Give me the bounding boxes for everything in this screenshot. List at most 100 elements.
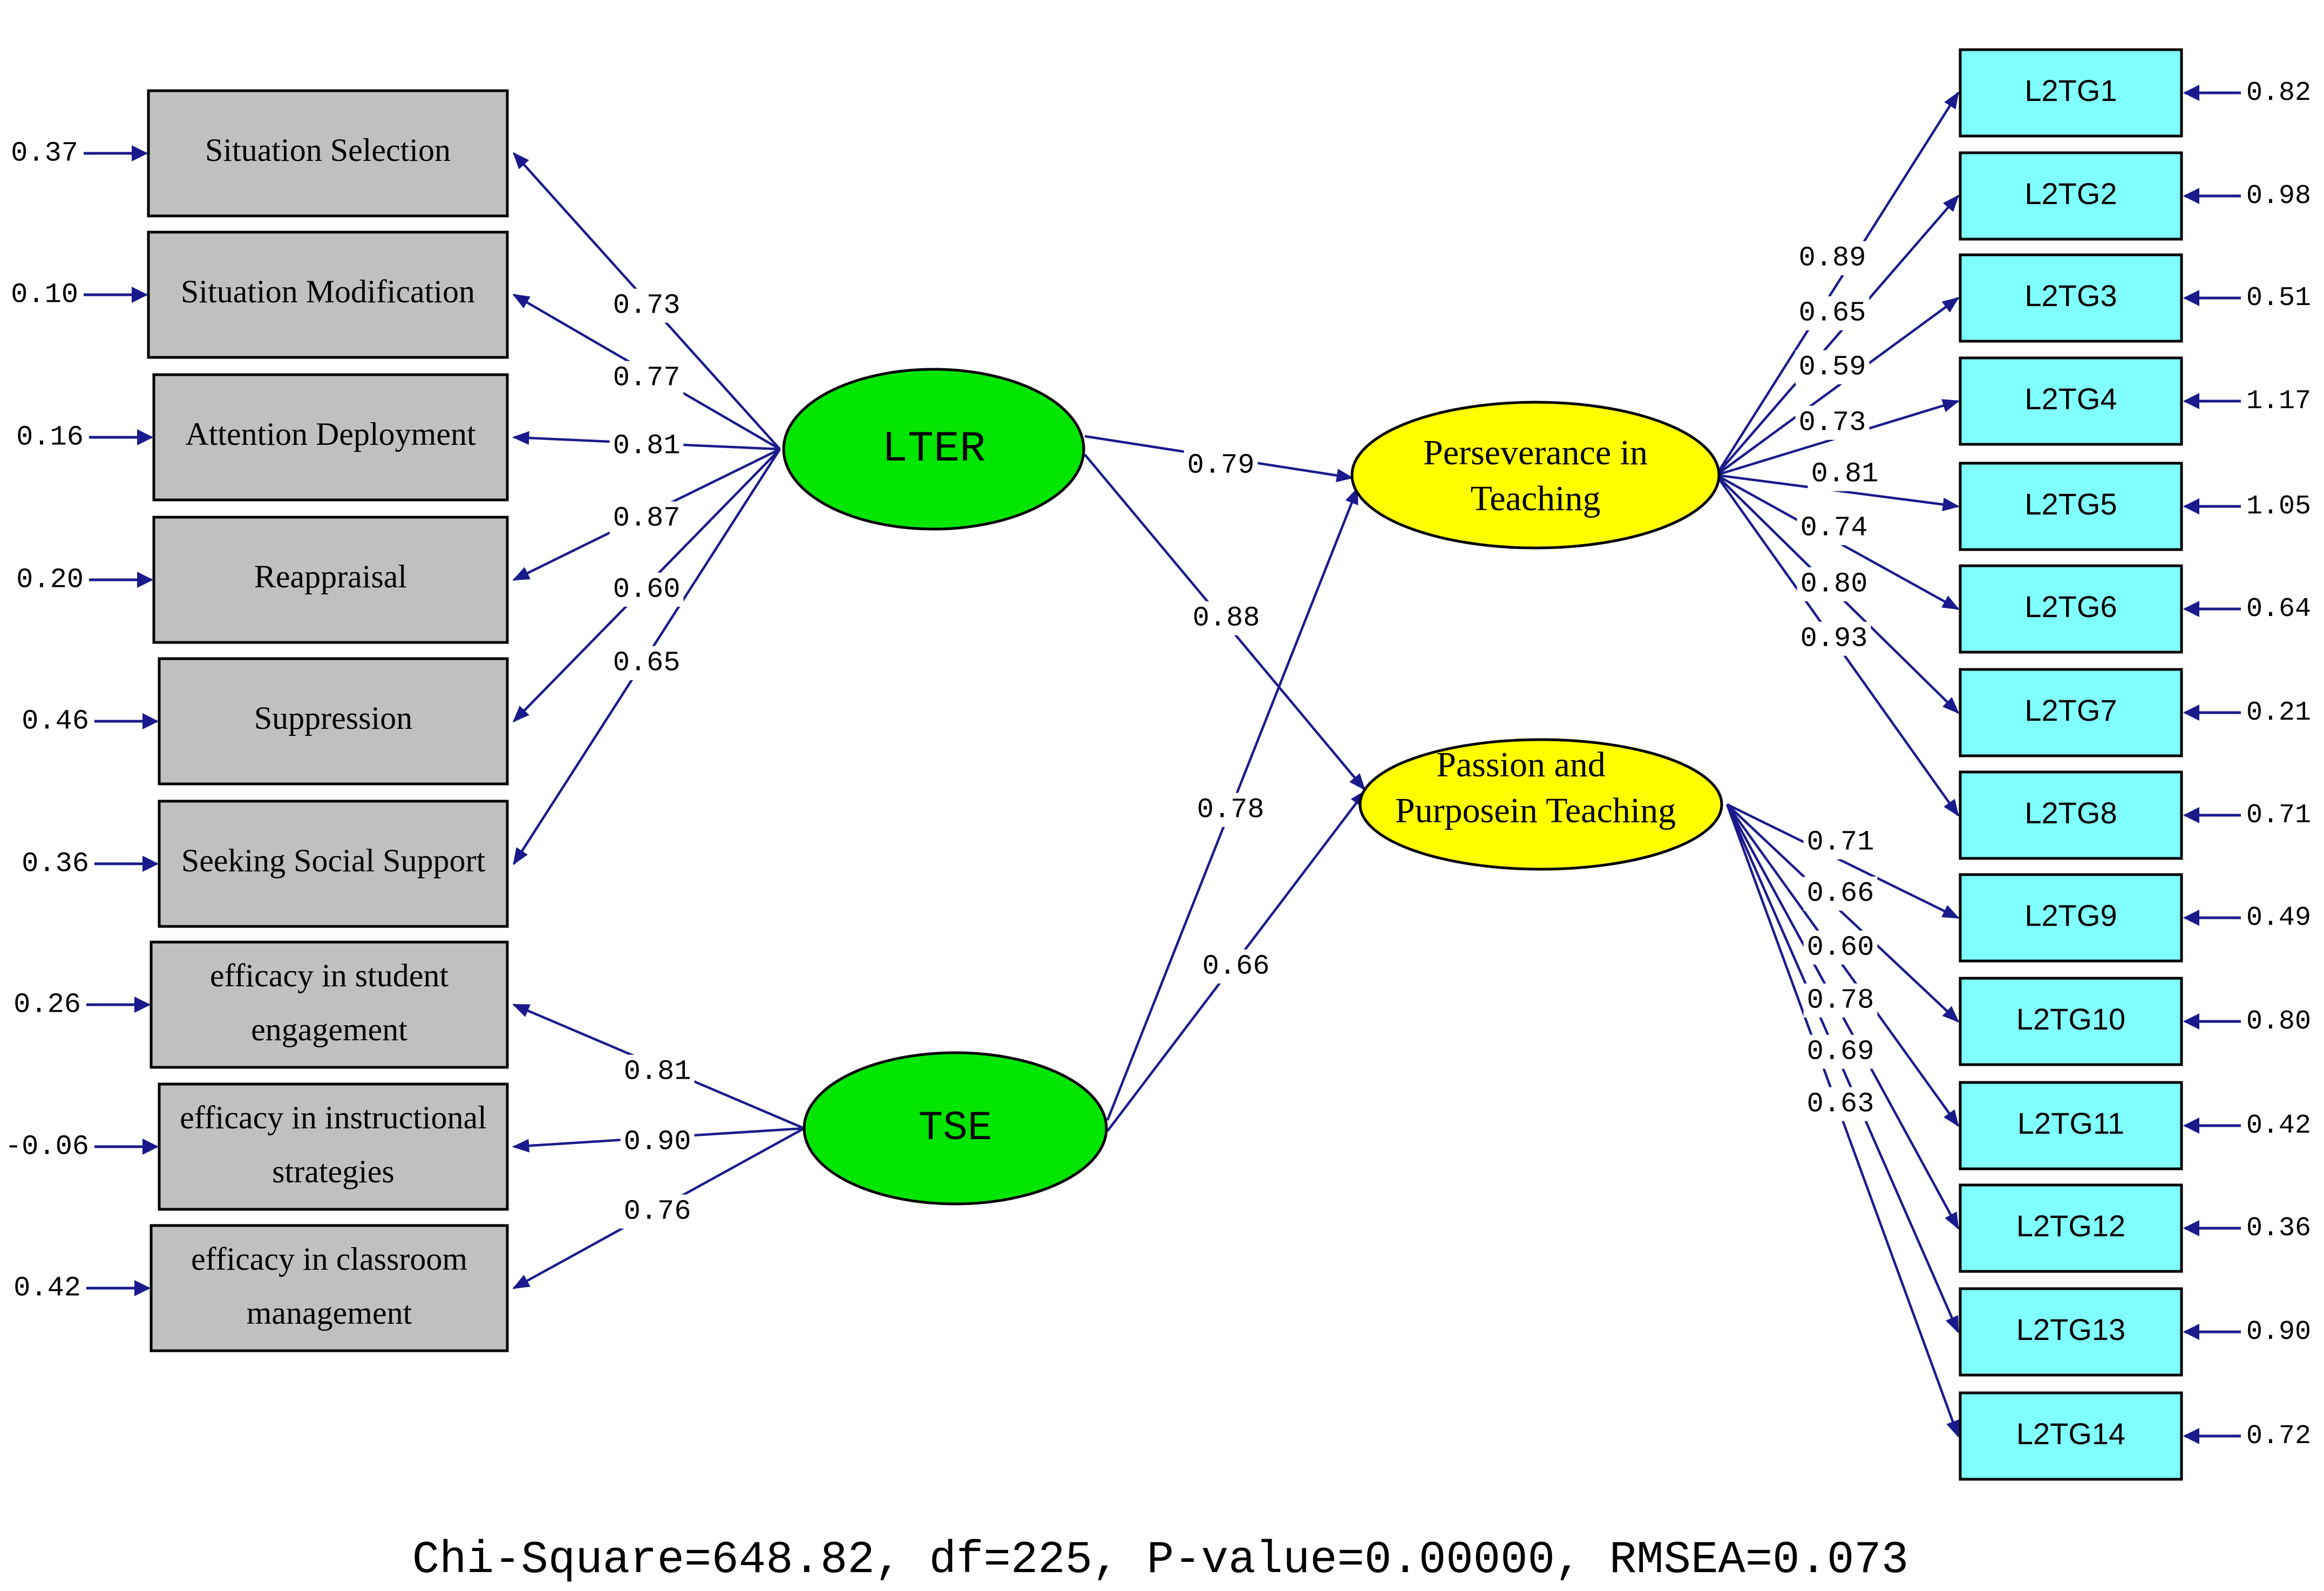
- structural-path-value: 0.79: [1187, 450, 1255, 482]
- lter-ellipse: [782, 368, 1085, 531]
- fit-statistics: Chi-Square=648.82, df=225, P-value=0.000…: [412, 1535, 1908, 1586]
- tse-label: TSE: [919, 1105, 993, 1152]
- right-loading-value: 0.65: [1799, 297, 1866, 329]
- left-indicator: Reappraisal: [152, 516, 509, 644]
- right-error-value: 0.90: [2246, 1317, 2311, 1348]
- right-loading-value: 0.80: [1800, 568, 1868, 600]
- left-indicator-label: Situation Selection: [205, 132, 451, 168]
- right-loading-value: 0.59: [1799, 351, 1866, 383]
- left-indicator: Suppression: [158, 657, 509, 786]
- right-error-value: 0.80: [2246, 1006, 2311, 1037]
- right-indicator-label: L2TG3: [2024, 279, 2117, 313]
- right-loading-value-bg: [1803, 1034, 1878, 1069]
- right-indicator: L2TG2: [1959, 151, 2183, 241]
- right-error-value: 0.72: [2246, 1421, 2311, 1452]
- right-loading-value-bg: [1803, 983, 1878, 1018]
- left-loading-value-bg: [620, 1194, 695, 1229]
- left-indicator-box: [150, 1224, 509, 1352]
- right-indicator-label: L2TG7: [2024, 693, 2117, 727]
- right-loading-value: 0.93: [1800, 623, 1868, 655]
- right-loading-value-bg: [1803, 1087, 1878, 1121]
- right-error-value: 0.64: [2246, 594, 2311, 625]
- right-indicator-label: L2TG10: [2016, 1002, 2125, 1036]
- left-indicator-label: Situation Modification: [181, 274, 475, 309]
- left-error-value: 0.10: [11, 279, 78, 311]
- passion-label-line1: Passion and: [1436, 745, 1606, 784]
- right-indicator: L2TG9: [1959, 873, 2183, 963]
- left-loading-value: 0.81: [613, 430, 681, 462]
- left-loading-value-bg: [609, 361, 684, 395]
- left-error-value: 0.37: [11, 138, 78, 170]
- left-loading-value: 0.73: [613, 290, 681, 322]
- right-indicator-label: L2TG13: [2016, 1312, 2125, 1346]
- left-indicator-box: [147, 231, 509, 359]
- right-indicator-label: L2TG2: [2024, 177, 2117, 211]
- right-error-value: 0.98: [2246, 181, 2311, 212]
- right-indicator: L2TG8: [1959, 770, 2183, 860]
- left-loading-value: 0.77: [613, 362, 681, 394]
- right-loading-value-bg: [1795, 296, 1870, 330]
- right-indicator-label: L2TG12: [2016, 1209, 2125, 1243]
- left-loading-value-bg: [609, 572, 684, 607]
- structural-path-value-bg: [1189, 601, 1263, 635]
- structural-path-value-bg: [1184, 448, 1258, 483]
- left-indicator-box: [158, 657, 509, 786]
- latent-perseverance: Perseverance in Teaching: [1350, 401, 1721, 550]
- right-loading-arrow: [1726, 803, 1959, 1127]
- left-indicator-label: efficacy in instructional: [180, 1100, 487, 1135]
- passion-label-line2: Purposein Teaching: [1395, 791, 1676, 830]
- left-indicator: Attention Deployment: [152, 373, 509, 502]
- left-loading-value: 0.81: [624, 1056, 691, 1088]
- right-error-value: 0.21: [2246, 698, 2311, 728]
- right-indicator: L2TG3: [1959, 253, 2183, 343]
- left-indicator-box: [150, 940, 509, 1069]
- right-loading-value-bg: [1807, 457, 1882, 491]
- right-loading-arrow: [1727, 803, 1960, 919]
- right-loading-value: 0.63: [1807, 1088, 1874, 1120]
- right-error-value: 0.51: [2246, 283, 2311, 314]
- right-loading-value: 0.89: [1799, 242, 1866, 274]
- tse-ellipse: [803, 1051, 1108, 1206]
- left-loading-value-bg: [609, 429, 684, 463]
- right-indicator-box: [1959, 668, 2183, 757]
- left-loading-value: 0.90: [624, 1126, 691, 1158]
- right-indicator: L2TG10: [1959, 977, 2183, 1066]
- perseverance-label-line1: Perseverance in: [1423, 433, 1648, 472]
- right-indicator-box: [1959, 1081, 2183, 1170]
- left-indicator-label: Suppression: [254, 700, 412, 736]
- left-indicator-label: efficacy in classroom: [191, 1241, 467, 1277]
- right-indicator-box: [1959, 48, 2183, 138]
- right-indicator-box: [1959, 1183, 2183, 1273]
- right-indicator-label: L2TG9: [2024, 898, 2117, 932]
- left-indicator: Situation Selection: [147, 89, 509, 218]
- right-indicator: L2TG5: [1959, 462, 2183, 551]
- left-loading-value: 0.87: [613, 503, 681, 534]
- left-indicator-label: Reappraisal: [254, 559, 407, 594]
- right-loading-value-bg: [1795, 405, 1870, 440]
- right-indicator-box: [1959, 564, 2183, 654]
- right-indicator: L2TG6: [1959, 564, 2183, 654]
- right-loading-value: 0.73: [1799, 407, 1866, 439]
- right-indicator-box: [1959, 151, 2183, 241]
- latent-lter: LTER: [782, 368, 1085, 531]
- right-indicator: L2TG1: [1959, 48, 2183, 138]
- right-indicator: L2TG11: [1959, 1081, 2183, 1170]
- left-loading-value-bg: [609, 288, 684, 323]
- right-error-value: 0.49: [2246, 903, 2311, 933]
- left-indicator-box: [158, 800, 509, 928]
- left-indicator-label: Attention Deployment: [185, 416, 476, 452]
- right-loading-value-bg: [1797, 511, 1871, 545]
- left-error-value: 0.36: [22, 848, 89, 880]
- right-loading-value: 0.71: [1807, 827, 1874, 858]
- left-indicator-label: Seeking Social Support: [181, 843, 486, 878]
- perseverance-ellipse: [1350, 401, 1721, 550]
- right-loading-value: 0.66: [1807, 878, 1874, 910]
- right-indicator-label: L2TG1: [2024, 73, 2117, 107]
- right-loading-value: 0.60: [1807, 932, 1874, 964]
- left-error-value: 0.26: [13, 989, 81, 1021]
